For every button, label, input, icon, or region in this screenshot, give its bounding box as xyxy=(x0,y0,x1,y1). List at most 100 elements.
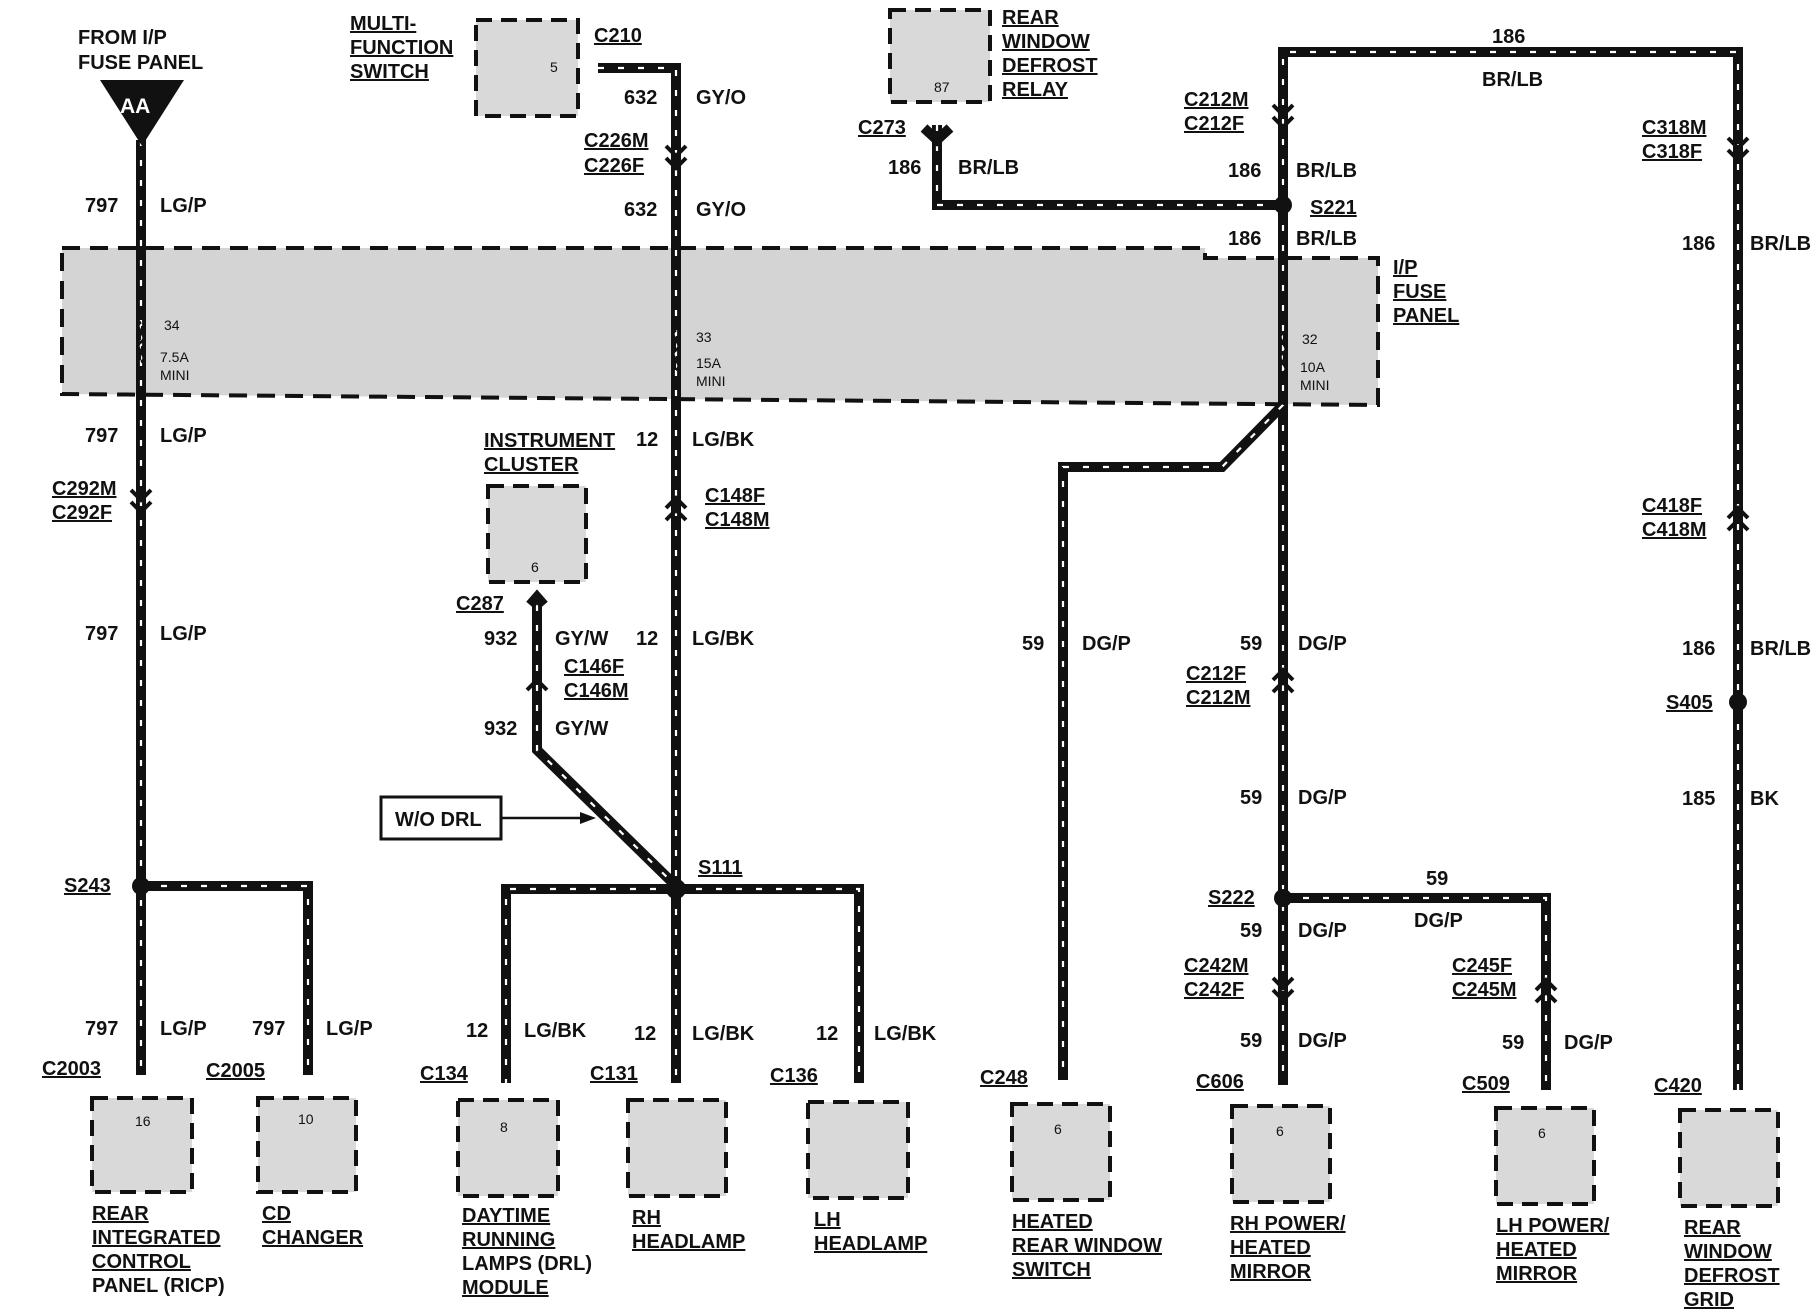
wire-12-color-5: LG/BK xyxy=(874,1023,937,1045)
component-rh-headlamp: C131 RH HEADLAMP xyxy=(590,1063,745,1253)
component-lh-headlamp-label-1: LH xyxy=(814,1209,841,1231)
multifunction-switch-pin: 5 xyxy=(550,59,558,75)
component-defrost-grid-label-2: WINDOW xyxy=(1684,1241,1772,1263)
connector-labels: C226M C226F C212M C212F C318M C318F C292… xyxy=(52,89,1706,1001)
component-cd-changer-box xyxy=(256,1096,358,1194)
wire-186-color-2: BR/LB xyxy=(1296,160,1357,182)
wire-186-color-5: BR/LB xyxy=(1750,638,1811,660)
c418-symbol xyxy=(1726,505,1750,532)
source-triangle-icon xyxy=(100,80,184,146)
wire-797-num-4: 797 xyxy=(85,1018,118,1040)
wire-632-num-1: 632 xyxy=(624,87,657,109)
wire-632-color-2: GY/O xyxy=(696,199,746,221)
wire-59-color-3: DG/P xyxy=(1298,787,1347,809)
wire-59-color-6: DG/P xyxy=(1298,1030,1347,1052)
wire-12-color-3: LG/BK xyxy=(524,1020,587,1042)
wire-59-color-7: DG/P xyxy=(1564,1032,1613,1054)
component-rear-window-switch-label-3: SWITCH xyxy=(1012,1259,1091,1281)
fuse-33-rating: 15A xyxy=(696,355,722,371)
connector-c318m: C318M xyxy=(1642,117,1706,139)
fuse-34-number: 34 xyxy=(164,317,180,333)
wire-932-num-1: 932 xyxy=(484,628,517,650)
connector-symbols xyxy=(129,103,1750,1004)
instrument-cluster-label-2: CLUSTER xyxy=(484,454,579,476)
wire-59-color-1: DG/P xyxy=(1082,633,1131,655)
connector-c226f: C226F xyxy=(584,155,644,177)
fuse-34-symbol xyxy=(136,320,146,364)
defrost-relay-box xyxy=(888,8,992,104)
connector-c242f: C242F xyxy=(1184,979,1244,1001)
component-rear-window-switch-label-1: HEATED xyxy=(1012,1211,1093,1233)
component-rh-mirror-label-3: MIRROR xyxy=(1230,1261,1312,1283)
fuse-panel-label-1: I/P xyxy=(1393,257,1417,279)
component-drl-module-label-2: RUNNING xyxy=(462,1229,555,1251)
wo-drl-label: W/O DRL xyxy=(395,809,482,831)
wire-12-num-3: 12 xyxy=(466,1020,488,1042)
connector-c212f: C212F xyxy=(1184,113,1244,135)
component-lh-headlamp-connector: C136 xyxy=(770,1065,818,1087)
component-drl-module-connector: C134 xyxy=(420,1063,469,1085)
splice-s111-dot xyxy=(666,879,686,899)
component-ricp-label-1: REAR xyxy=(92,1203,149,1225)
c212-lower-symbol xyxy=(1271,667,1295,694)
wire-932-color-1: GY/W xyxy=(555,628,608,650)
splice-s111: S111 xyxy=(698,857,743,879)
connector-c273: C273 xyxy=(858,117,906,139)
component-rear-window-switch: C248 6 HEATED REAR WINDOW SWITCH xyxy=(980,1067,1162,1281)
instrument-cluster-box xyxy=(486,484,588,584)
source-label-2: FUSE PANEL xyxy=(78,52,203,74)
component-cd-changer-connector: C2005 xyxy=(206,1060,265,1082)
component-lh-mirror-connector: C509 xyxy=(1462,1073,1510,1095)
wire-186-num-top: 186 xyxy=(1492,26,1525,48)
component-cd-changer-label-1: CD xyxy=(262,1203,291,1225)
splices xyxy=(132,196,1747,907)
connector-c146f: C146F xyxy=(564,656,624,678)
defrost-relay-label-2: WINDOW xyxy=(1002,31,1090,53)
source-symbol: AA xyxy=(120,95,150,118)
splice-s222: S222 xyxy=(1208,887,1255,909)
component-defrost-grid-label-1: REAR xyxy=(1684,1217,1741,1239)
connector-c148f: C148F xyxy=(705,485,765,507)
component-defrost-grid-connector: C420 xyxy=(1654,1075,1702,1097)
wire-59-num-6: 59 xyxy=(1240,1030,1262,1052)
wire-186-num-3: 186 xyxy=(1228,228,1261,250)
fuse-panel-region xyxy=(60,246,1380,408)
component-cd-changer-label-2: CHANGER xyxy=(262,1227,364,1249)
connector-c418f: C418F xyxy=(1642,495,1702,517)
wire-59-num-5: 59 xyxy=(1426,868,1448,890)
wire-186-num-5: 186 xyxy=(1682,638,1715,660)
wire-797-color-4: LG/P xyxy=(160,1018,207,1040)
component-lh-mirror-label-3: MIRROR xyxy=(1496,1263,1578,1285)
wire-797-num-1: 797 xyxy=(85,195,118,217)
component-lh-mirror-label-2: HEATED xyxy=(1496,1239,1577,1261)
splice-s221: S221 xyxy=(1310,197,1357,219)
c242-symbol xyxy=(1271,976,1295,1003)
wire-797-color-5: LG/P xyxy=(326,1018,373,1040)
instrument-cluster-label-1: INSTRUMENT xyxy=(484,430,615,452)
defrost-relay-pin: 87 xyxy=(934,79,950,95)
component-rh-mirror-pin: 6 xyxy=(1276,1123,1284,1139)
wire-932-color-2: GY/W xyxy=(555,718,608,740)
component-lh-mirror-box xyxy=(1494,1106,1596,1206)
wire-12-color-1: LG/BK xyxy=(692,429,755,451)
fuse-33-number: 33 xyxy=(696,329,712,345)
wire-632-color-1: GY/O xyxy=(696,87,746,109)
splice-s222-dot xyxy=(1274,889,1292,907)
wire-59-num-2: 59 xyxy=(1240,633,1262,655)
component-rh-mirror-connector: C606 xyxy=(1196,1071,1244,1093)
fuse-symbols xyxy=(136,320,1288,375)
wire-185-num: 185 xyxy=(1682,788,1715,810)
fuse-33-type: MINI xyxy=(696,373,726,389)
wire-59-color-5: DG/P xyxy=(1414,910,1463,932)
defrost-relay-label-4: RELAY xyxy=(1002,79,1069,101)
wire-186-color-1: BR/LB xyxy=(958,157,1019,179)
wire-12-num-2: 12 xyxy=(636,628,658,650)
component-lh-headlamp-label-2: HEADLAMP xyxy=(814,1233,927,1255)
component-rh-headlamp-label-1: RH xyxy=(632,1207,661,1229)
fuse-32-number: 32 xyxy=(1302,331,1318,347)
c146-symbol xyxy=(525,677,549,692)
wires xyxy=(136,47,1743,1090)
fuse-panel-label-3: PANEL xyxy=(1393,305,1459,327)
component-rh-mirror: C606 6 RH POWER/ HEATED MIRROR xyxy=(1196,1071,1346,1283)
c318-symbol xyxy=(1726,136,1750,163)
